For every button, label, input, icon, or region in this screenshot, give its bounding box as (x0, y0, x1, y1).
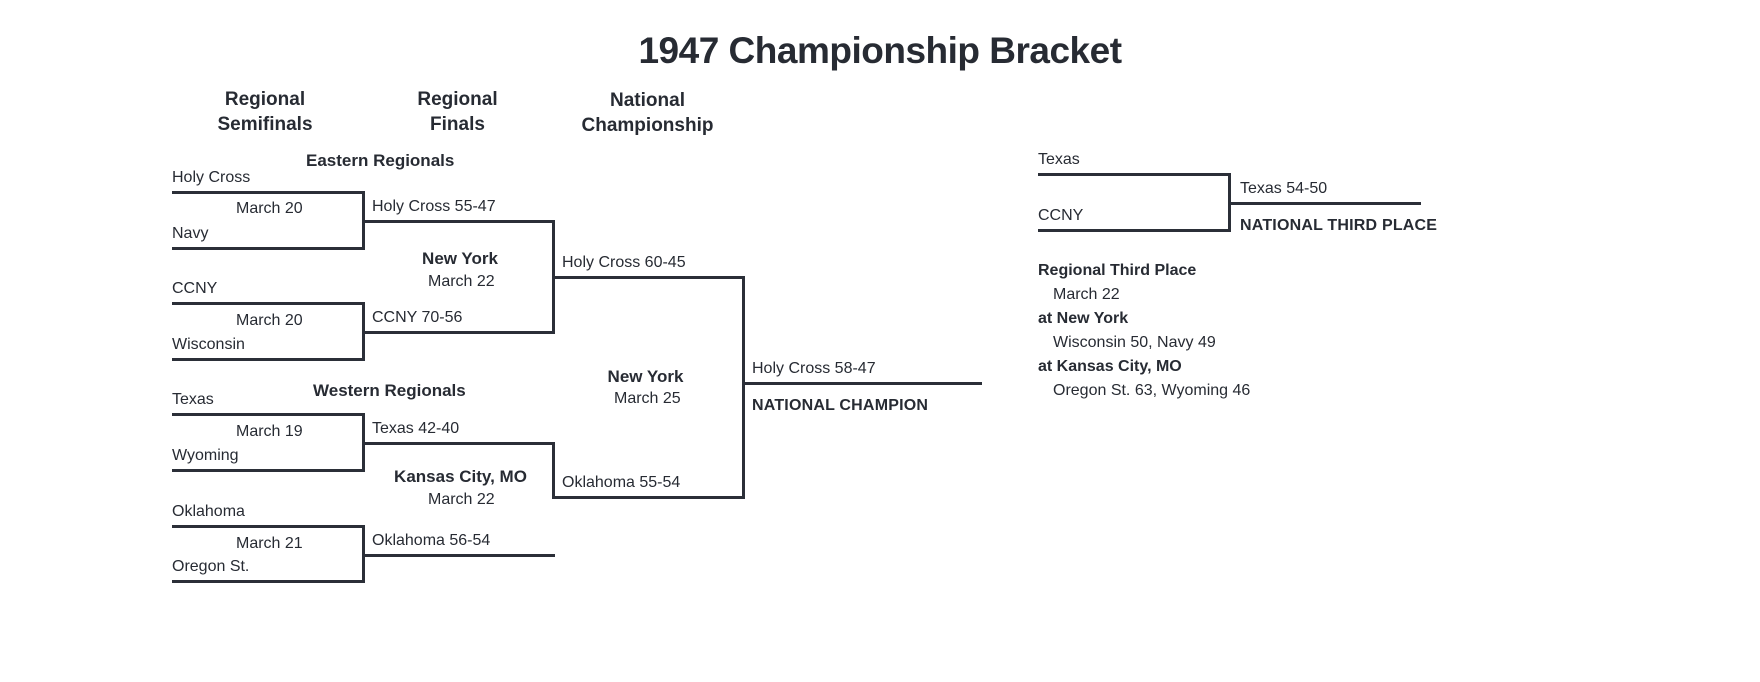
advance-rule-west-bottom (362, 554, 555, 557)
connector-championship (742, 276, 745, 497)
advance-rule-west-final (552, 496, 745, 499)
column-header-line2: Championship (581, 115, 714, 136)
column-header-regional-finals: Regional Finals (370, 87, 545, 137)
team-label-holy-cross: Holy Cross (172, 169, 251, 186)
slot-rule-west-top-2 (172, 469, 365, 472)
regional-final-site-east: New York (390, 249, 530, 268)
national-third-place-banner: NATIONAL THIRD PLACE (1240, 217, 1438, 234)
regional-final-date-west: March 22 (428, 491, 495, 508)
regional-third-place-site-new-york: at New York (1038, 310, 1129, 327)
game-date-east-top: March 20 (236, 200, 303, 217)
national-champion-banner: NATIONAL CHAMPION (752, 397, 929, 414)
column-header-line1: Regional (224, 89, 306, 110)
slot-rule-west-bottom-1 (172, 525, 365, 528)
game-date-east-bottom: March 20 (236, 312, 303, 329)
regional-third-place-result-new-york: Wisconsin 50, Navy 49 (1053, 334, 1216, 351)
regional-final-date-east: March 22 (428, 273, 495, 290)
region-title-eastern: Eastern Regionals (306, 151, 455, 170)
championship-site-name: New York (607, 367, 684, 386)
page-title: 1947 Championship Bracket (638, 30, 1122, 71)
team-label-wyoming: Wyoming (172, 447, 239, 464)
regional-third-place-date: March 22 (1053, 286, 1120, 303)
slot-rule-west-bottom-2 (172, 580, 365, 583)
result-label-champion: Holy Cross 58-47 (752, 360, 876, 377)
column-header-line2: Finals (430, 114, 485, 135)
slot-rule-third-place-2 (1038, 229, 1231, 232)
region-title-western: Western Regionals (313, 381, 466, 400)
regional-third-place-block: Regional Third Place March 22 at New Yor… (1038, 259, 1250, 403)
advance-rule-west-top (362, 442, 555, 445)
result-label-west-final: Oklahoma 55-54 (562, 474, 681, 491)
column-header-regional-semifinals: Regional Semifinals (175, 87, 355, 137)
regional-final-site-name-west: Kansas City, MO (394, 467, 527, 486)
column-header-national-championship: National Championship (560, 88, 735, 138)
slot-rule-east-bottom-2 (172, 358, 365, 361)
team-label-texas: Texas (172, 391, 214, 408)
slot-rule-east-top-2 (172, 247, 365, 250)
third-place-team-ccny: CCNY (1038, 207, 1084, 224)
column-header-line1: Regional (417, 89, 498, 110)
regional-third-place-site-kansas-city: at Kansas City, MO (1038, 358, 1182, 375)
slot-rule-west-top-1 (172, 413, 365, 416)
team-label-oregon-st: Oregon St. (172, 558, 250, 575)
championship-site: New York (578, 367, 713, 386)
team-label-wisconsin: Wisconsin (172, 336, 245, 353)
advance-rule-east-final (552, 276, 745, 279)
advance-rule-champion (742, 382, 982, 385)
connector-west-final (552, 442, 555, 497)
slot-rule-east-top-1 (172, 191, 365, 194)
regional-third-place-heading: Regional Third Place (1038, 262, 1197, 279)
slot-rule-third-place-1 (1038, 173, 1231, 176)
column-header-line2: Semifinals (217, 114, 313, 135)
result-label-east-top: Holy Cross 55-47 (372, 198, 496, 215)
slot-rule-east-bottom-1 (172, 302, 365, 305)
result-label-west-bottom: Oklahoma 56-54 (372, 532, 491, 549)
advance-rule-east-top (362, 220, 555, 223)
result-label-third-place: Texas 54-50 (1240, 180, 1328, 197)
third-place-team-texas: Texas (1038, 151, 1080, 168)
result-label-east-final: Holy Cross 60-45 (562, 254, 686, 271)
advance-rule-east-bottom (362, 331, 555, 334)
column-header-line1: National (610, 90, 685, 111)
game-date-west-top: March 19 (236, 423, 303, 440)
regional-final-site-name-east: New York (422, 249, 498, 268)
result-label-west-top: Texas 42-40 (372, 420, 460, 437)
team-label-navy: Navy (172, 225, 209, 242)
advance-rule-third-place (1228, 202, 1421, 205)
game-date-west-bottom: March 21 (236, 535, 303, 552)
team-label-oklahoma: Oklahoma (172, 503, 245, 520)
championship-date: March 25 (614, 390, 681, 407)
regional-third-place-result-kansas-city: Oregon St. 63, Wyoming 46 (1053, 382, 1251, 399)
regional-final-site-west: Kansas City, MO (383, 467, 538, 486)
result-label-east-bottom: CCNY 70-56 (372, 309, 463, 326)
team-label-ccny: CCNY (172, 280, 218, 297)
